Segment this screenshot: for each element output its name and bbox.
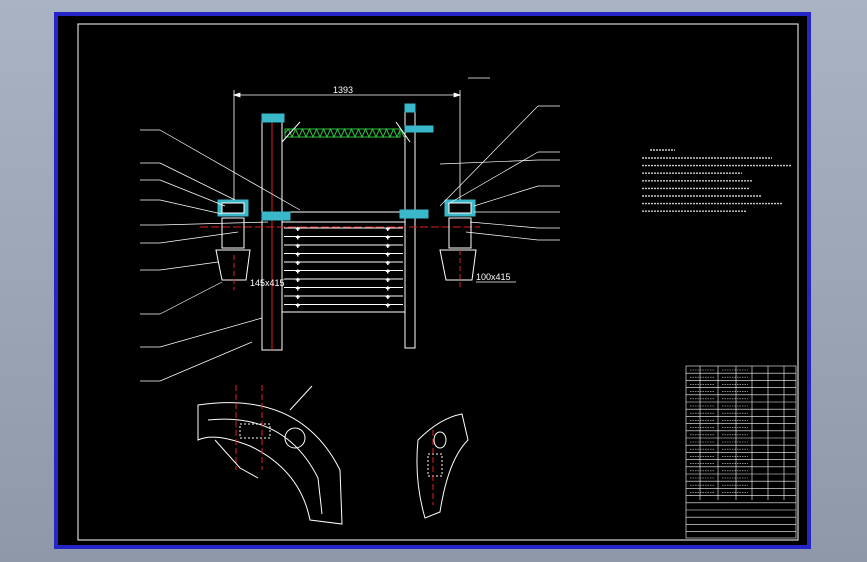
left-top-cap xyxy=(261,113,285,123)
leader-line xyxy=(159,162,236,201)
section-view-a xyxy=(197,385,343,525)
cad-drawing: + + + + + + + + + + + + + + + + + + + + 1393 145x415 100x41… xyxy=(77,23,799,541)
leader-line xyxy=(439,159,539,165)
leader-line xyxy=(465,231,539,241)
technical-notes xyxy=(642,149,792,212)
leader-line xyxy=(159,317,263,348)
groove-marker-right: + xyxy=(386,227,390,233)
right-support-foot xyxy=(439,249,477,281)
title-block xyxy=(685,365,797,539)
leader-line xyxy=(439,105,539,207)
compression-spring xyxy=(284,127,405,139)
leader-line xyxy=(159,129,301,211)
groove-marker-left: + xyxy=(296,278,300,284)
drum-grooves: + + + + + + + + + + + + + + + + + + + + xyxy=(284,227,403,310)
groove-marker-right: + xyxy=(386,261,390,267)
groove-marker-left: + xyxy=(296,287,300,293)
groove-marker-left: + xyxy=(296,236,300,242)
groove-marker-right: + xyxy=(386,278,390,284)
groove-marker-right: + xyxy=(386,244,390,250)
right-top-arm xyxy=(404,125,434,133)
overall-width-label: 1393 xyxy=(333,85,353,95)
right-leader-lines xyxy=(439,77,560,241)
section-view-b xyxy=(416,413,469,519)
groove-marker-left: + xyxy=(296,270,300,276)
left-support-foot xyxy=(215,249,251,281)
right-flange-dimension: 100x415 xyxy=(476,272,511,282)
groove-marker-left: + xyxy=(296,253,300,259)
left-leader-lines xyxy=(140,129,301,382)
leader-line xyxy=(159,221,269,226)
leader-line xyxy=(473,185,539,207)
spring-link-right xyxy=(395,121,411,143)
left-bearing-inner xyxy=(221,202,245,214)
right-top-cap xyxy=(404,103,416,113)
groove-marker-right: + xyxy=(386,287,390,293)
overall-width-dimension xyxy=(232,90,462,200)
groove-marker-left: + xyxy=(296,304,300,310)
right-bearing-pillar xyxy=(448,217,472,249)
leader-line xyxy=(159,261,219,271)
drum-assembly: + + + + + + + + + + + + + + + + + + + + xyxy=(200,103,480,351)
leader-line xyxy=(159,281,223,315)
leader-line xyxy=(447,151,539,205)
leader-line xyxy=(159,199,223,215)
left-bearing-pillar xyxy=(221,217,245,249)
spring-link-left xyxy=(281,121,301,143)
groove-marker-right: + xyxy=(386,270,390,276)
groove-marker-right: + xyxy=(386,253,390,259)
groove-marker-right: + xyxy=(386,236,390,242)
groove-marker-right: + xyxy=(386,295,390,301)
drawing-sheet: + + + + + + + + + + + + + + + + + + + + 1393 145x415 100x41… xyxy=(58,16,807,545)
groove-marker-left: + xyxy=(296,227,300,233)
leader-line xyxy=(159,341,253,382)
right-bearing-inner xyxy=(448,202,472,214)
groove-marker-left: + xyxy=(296,295,300,301)
groove-marker-right: + xyxy=(386,304,390,310)
leader-line xyxy=(159,179,226,207)
sheet-border xyxy=(77,23,799,541)
groove-marker-left: + xyxy=(296,261,300,267)
leader-line xyxy=(159,231,239,244)
left-shaft-collar xyxy=(261,211,291,221)
right-shaft-collar xyxy=(399,209,429,219)
drum-top-flange xyxy=(281,211,406,223)
leader-line xyxy=(469,221,539,229)
left-flange-dimension: 145x415 xyxy=(250,278,285,288)
right-end-plate xyxy=(404,103,416,349)
groove-marker-left: + xyxy=(296,244,300,250)
